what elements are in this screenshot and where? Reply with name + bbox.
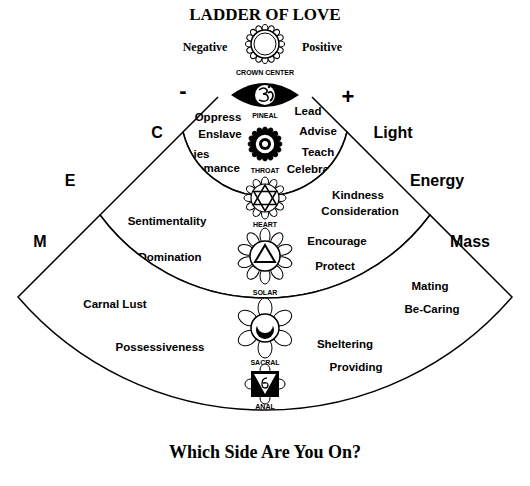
love-quality: Oppress <box>195 112 242 124</box>
love-quality: Encourage <box>307 236 366 248</box>
diagram-caption: Which Side Are You On? <box>169 443 361 461</box>
crown-chakra: CROWN CENTER <box>235 20 295 78</box>
side-label: Positive <box>302 41 342 53</box>
solar-chakra: SOLAR <box>232 228 298 298</box>
diagram-title: LADDER OF LOVE <box>189 6 340 23</box>
chakra-label: THROAT <box>251 167 280 174</box>
side-label: E <box>65 173 76 189</box>
side-label: Energy <box>410 173 464 189</box>
sacral-chakra: SACRAL <box>230 298 300 368</box>
love-quality: Providing <box>329 362 382 374</box>
side-label: Light <box>373 125 412 141</box>
throat-chakra: THROAT <box>240 122 290 176</box>
love-quality: Carnal Lust <box>83 299 146 311</box>
love-quality: Mating <box>411 281 448 293</box>
heart-chakra: HEART <box>238 176 292 230</box>
chakra-label: ANAL <box>255 403 274 410</box>
love-quality: Teach <box>302 147 334 159</box>
side-label: - <box>179 80 186 102</box>
love-quality: Advise <box>299 126 337 138</box>
side-label: C <box>151 125 163 141</box>
love-quality: Possessiveness <box>116 342 205 354</box>
love-quality: Be-Caring <box>405 304 460 316</box>
pineal-eye: PINEAL <box>225 78 305 122</box>
side-label: Mass <box>450 234 490 250</box>
side-label: + <box>342 86 355 108</box>
side-label: Negative <box>183 41 228 53</box>
chakra-label: HEART <box>253 221 277 228</box>
love-quality: Consideration <box>321 206 398 218</box>
anal-chakra: ANAL <box>245 368 285 412</box>
chakra-label: CROWN CENTER <box>236 69 294 76</box>
love-quality: Sheltering <box>317 339 373 351</box>
chakra-label: SOLAR <box>253 289 278 296</box>
chakra-label: PINEAL <box>252 112 278 119</box>
side-label: M <box>33 234 46 250</box>
love-quality: Sentimentality <box>128 216 207 228</box>
love-quality: Protect <box>315 261 355 273</box>
sacral-chakra-outline <box>230 298 300 368</box>
love-quality: Kindness <box>332 190 384 202</box>
solar-chakra-outline <box>232 228 298 298</box>
love-quality: Enslave <box>198 129 241 141</box>
love-quality: Lead <box>295 106 322 118</box>
